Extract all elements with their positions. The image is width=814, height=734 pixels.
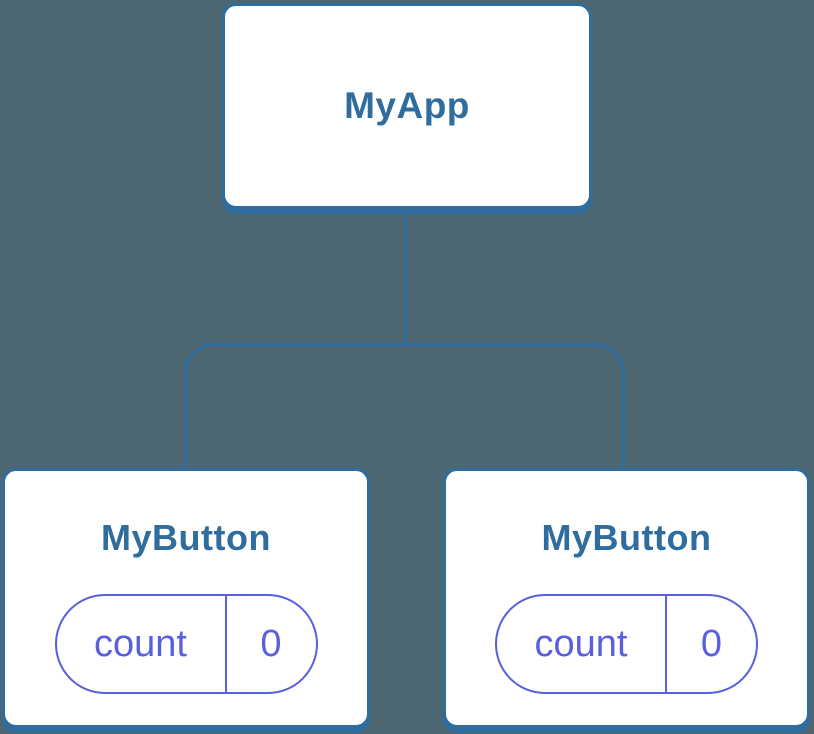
child-node-label: MyButton [541,517,712,558]
state-key-label: count [57,596,227,693]
root-node-label: MyApp [344,84,470,126]
count-state-pill: count 0 [495,594,758,695]
state-value-label: 0 [700,622,723,665]
connector-branch-bracket [184,343,625,470]
child-node-mybutton-left: MyButton count 0 [2,468,370,728]
state-value-label: 0 [260,622,282,665]
child-node-mybutton-right: MyButton count 0 [443,468,810,728]
state-key-label: count [497,596,667,693]
child-node-label: MyButton [101,517,271,558]
root-node-myapp: MyApp [222,3,592,209]
connector-trunk-line [404,212,407,345]
count-state-pill: count 0 [54,594,318,695]
